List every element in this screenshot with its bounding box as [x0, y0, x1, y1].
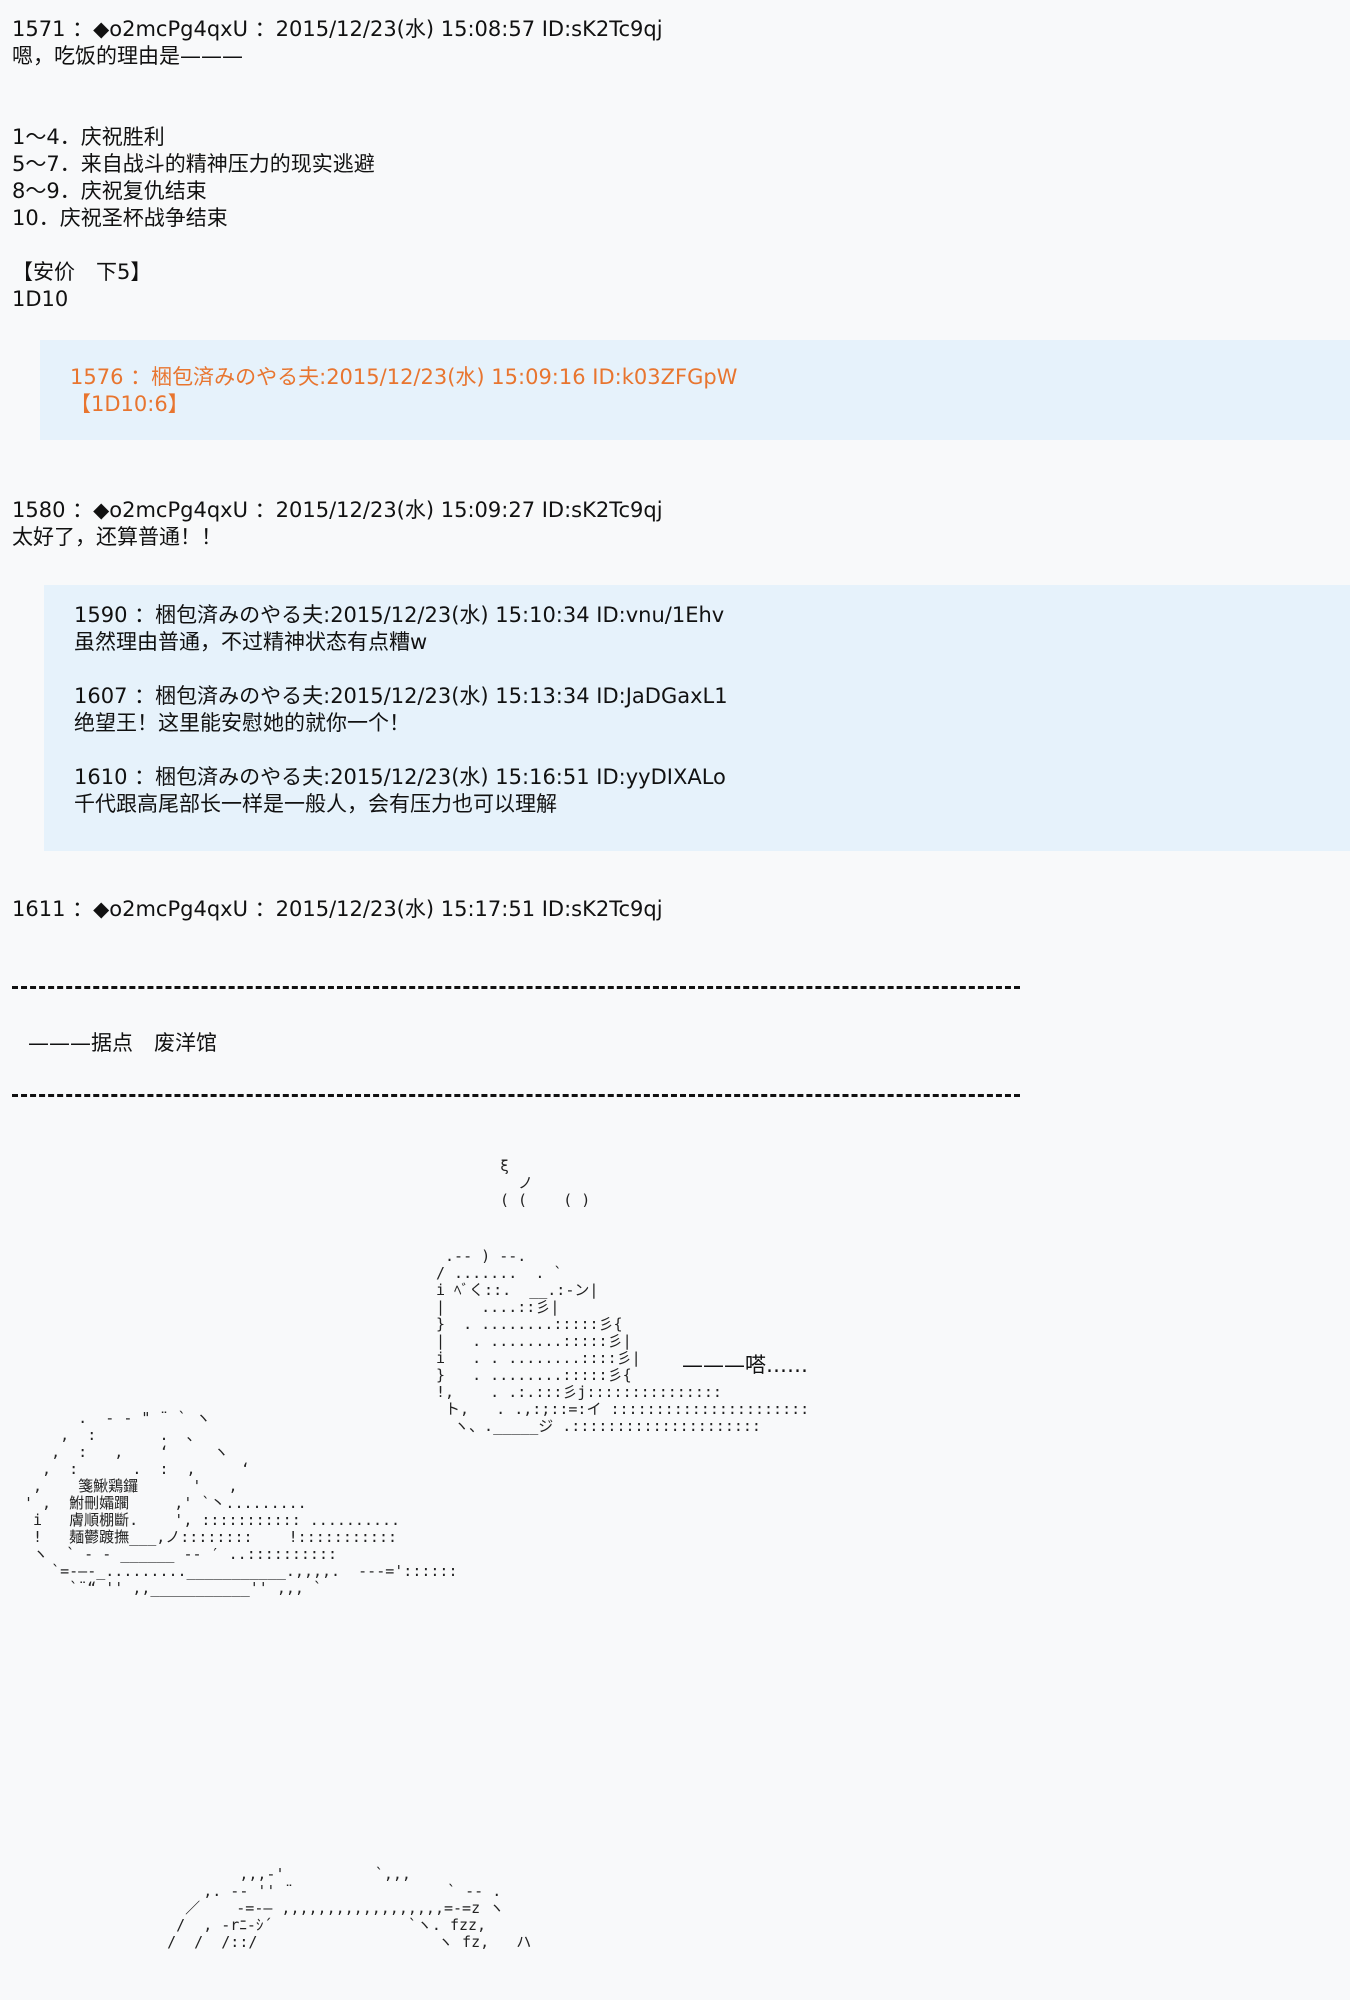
post-line: 10．庆祝圣杯战争结束 [12, 206, 228, 230]
quoted-reply: 1607 ：梱包済みのやる夫:2015/12/23(水) 15:13:34 ID… [74, 683, 728, 737]
post-1571: 1571 ：◆o2mcPg4qxU ：2015/12/23(水) 15:08:5… [12, 16, 663, 313]
quote-header: 1610 ：梱包済みのやる夫:2015/12/23(水) 15:16:51 ID… [74, 765, 726, 789]
quote-header[interactable]: 1576 ：梱包済みのやる夫:2015/12/23(水) 15:09:16 ID… [70, 365, 738, 389]
plate-art: . - ‐ " ¨ ` ヽ , : . 、 , : , ‘ ヽ , : . : … [24, 1409, 458, 1597]
divider-bottom [12, 1094, 1020, 1097]
post-line [12, 232, 663, 259]
quote-box: 1576 ：梱包済みのやる夫:2015/12/23(水) 15:09:16 ID… [40, 340, 1350, 440]
quoted-reply: 1610 ：梱包済みのやる夫:2015/12/23(水) 15:16:51 ID… [74, 764, 726, 818]
quote-header: 1590 ：梱包済みのやる夫:2015/12/23(水) 15:10:34 ID… [74, 603, 725, 627]
post-1580: 1580 ：◆o2mcPg4qxU ：2015/12/23(水) 15:09:2… [12, 497, 663, 551]
quoted-reply: 1590 ：梱包済みのやる夫:2015/12/23(水) 15:10:34 ID… [74, 602, 724, 656]
post-line: 5～7．来自战斗的精神压力的现实逃避 [12, 152, 375, 176]
post-line: 嗯，吃饭的理由是——— [12, 44, 243, 68]
post-line [12, 97, 663, 124]
post-header: 1611 ：◆o2mcPg4qxU ：2015/12/23(水) 15:17:5… [12, 897, 663, 921]
location-caption: ———据点 废洋馆 [28, 1031, 217, 1055]
cup-art: .-- ) --. / ....... . ` i ﾍﾞく::. __.:-ン|… [436, 1247, 810, 1435]
post-header: 1580 ：◆o2mcPg4qxU ：2015/12/23(水) 15:09:2… [12, 498, 663, 522]
post-line: 1D10 [12, 287, 69, 311]
post-line: 8～9．庆祝复仇结束 [12, 179, 207, 203]
quote-body: 千代跟高尾部长一样是一般人，会有压力也可以理解 [74, 792, 557, 816]
divider-top [12, 986, 1020, 989]
post-header: 1571 ：◆o2mcPg4qxU ：2015/12/23(水) 15:08:5… [12, 17, 663, 41]
bottom-art: ,,,-' `,,, ,. -‐ '' ¨ ` ‐- . ／ -=-— ,,,,… [167, 1865, 532, 1951]
quote-body: 绝望王！这里能安慰她的就你一个！ [74, 711, 410, 735]
post-line: 太好了，还算普通！！ [12, 525, 222, 549]
quote-header: 1607 ：梱包済みのやる夫:2015/12/23(水) 15:13:34 ID… [74, 684, 728, 708]
quote-box: 1590 ：梱包済みのやる夫:2015/12/23(水) 15:10:34 ID… [44, 585, 1350, 851]
quote-body: 【1D10:6】 [70, 392, 189, 416]
post-1611: 1611 ：◆o2mcPg4qxU ：2015/12/23(水) 15:17:5… [12, 896, 663, 923]
quoted-reply: 1576 ：梱包済みのやる夫:2015/12/23(水) 15:09:16 ID… [70, 364, 737, 418]
post-line: 【安价 下5】 [12, 260, 152, 284]
quote-body: 虽然理由普通，不过精神状态有点糟w [74, 630, 428, 654]
sound-effect: ———嗒…… [682, 1353, 808, 1377]
post-line [12, 70, 663, 97]
steam-art: ξ ノ ( ( ( ) [500, 1157, 591, 1209]
post-line: 1～4．庆祝胜利 [12, 125, 165, 149]
